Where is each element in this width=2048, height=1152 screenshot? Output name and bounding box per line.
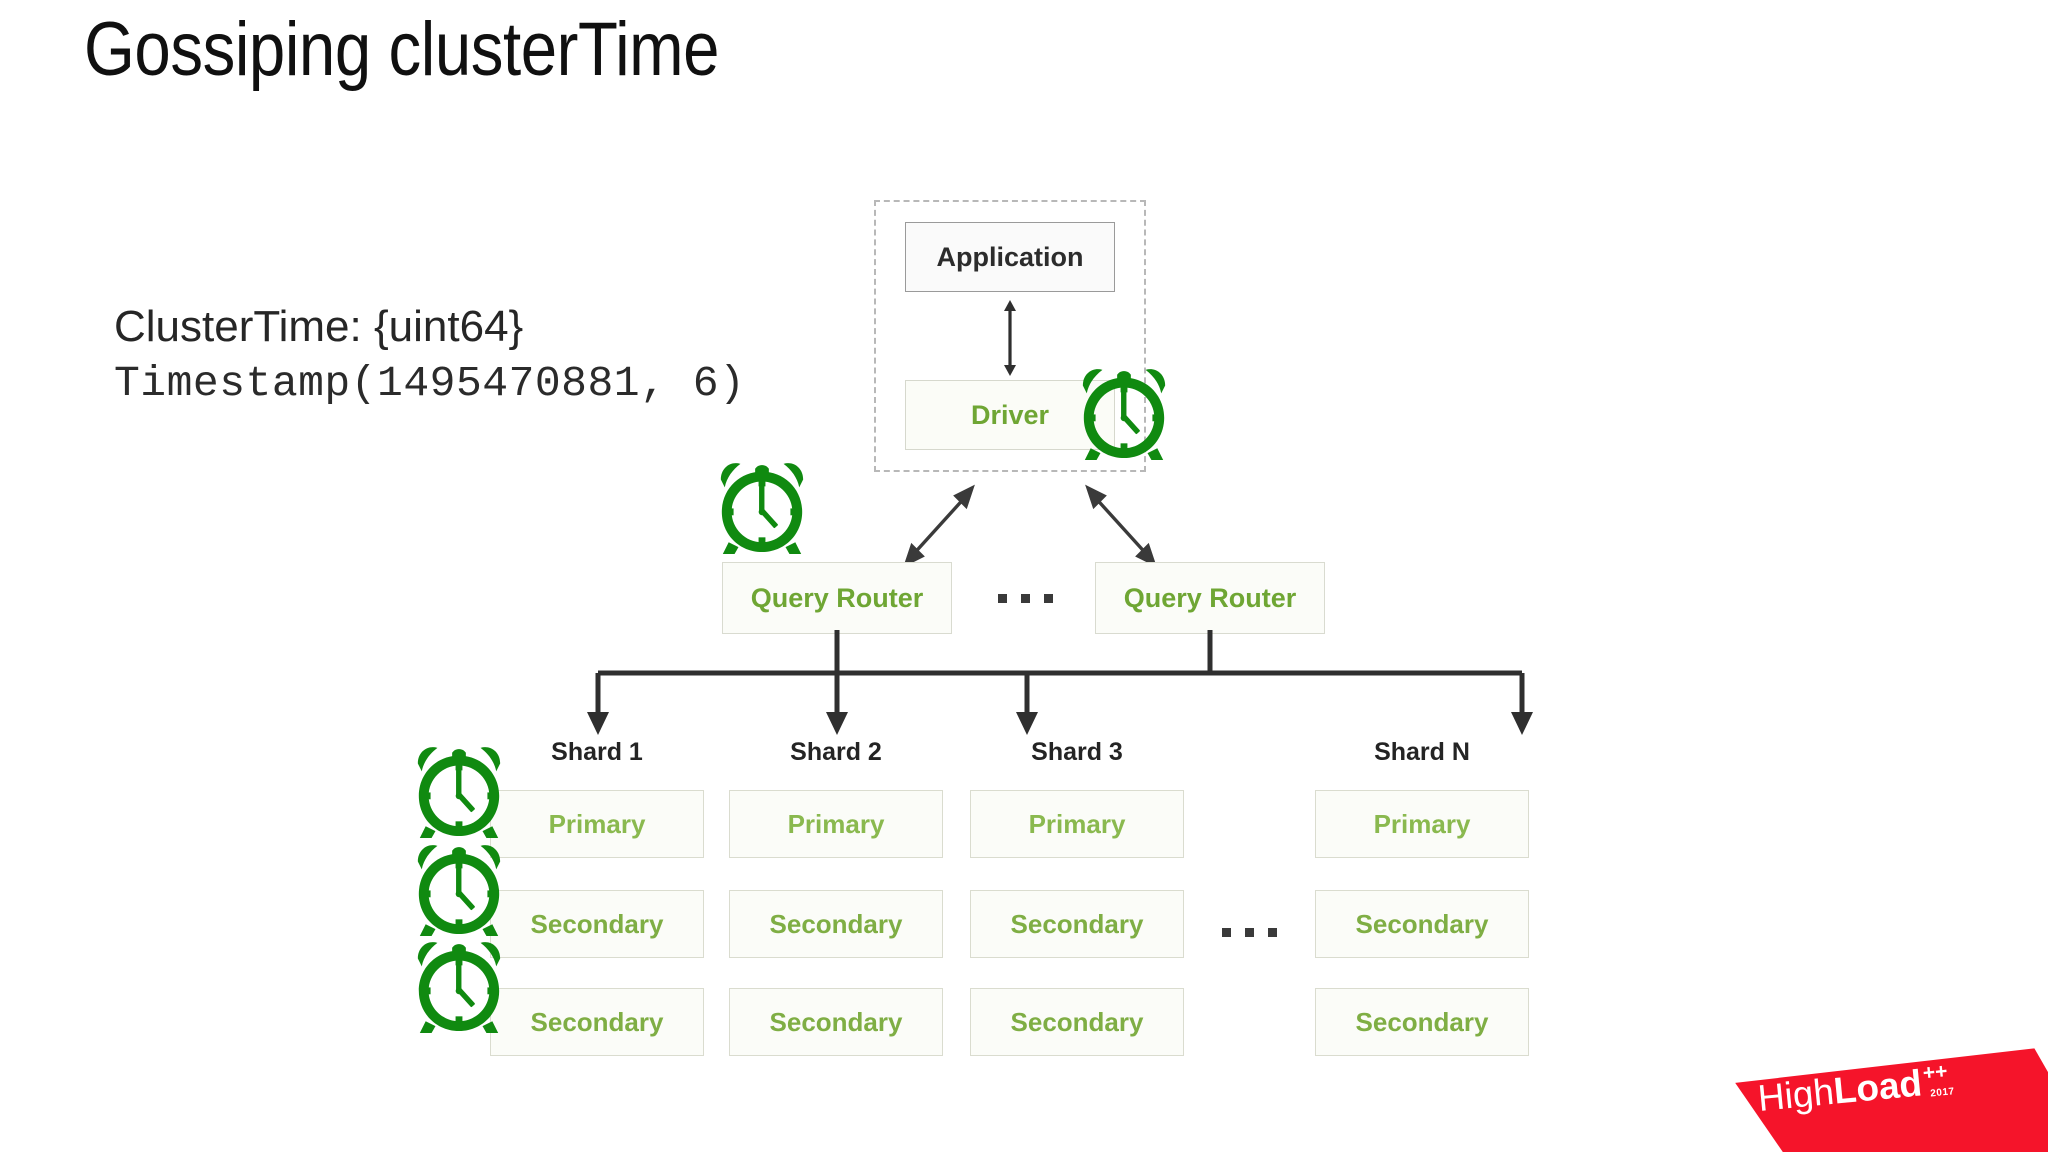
clock-icon-shard1-secondary-1 bbox=[410, 838, 508, 936]
clustertime-type-label: ClusterTime: {uint64} bbox=[114, 302, 524, 351]
clock-icon-query-router-left bbox=[713, 456, 811, 554]
shard-1-member-secondary-1[interactable]: Secondary bbox=[490, 890, 704, 958]
query-router-left[interactable]: Query Router bbox=[722, 562, 952, 634]
highload-logo: HighLoad++2017 bbox=[1708, 1044, 2048, 1152]
router-shard-connectors bbox=[587, 630, 1533, 735]
clock-icon-driver bbox=[1075, 362, 1173, 460]
shard-3-member-secondary-1[interactable]: Secondary bbox=[970, 890, 1184, 958]
query-router-right[interactable]: Query Router bbox=[1095, 562, 1325, 634]
shard-n-member-secondary-1[interactable]: Secondary bbox=[1315, 890, 1529, 958]
application-driver-arrow bbox=[1004, 300, 1016, 376]
timestamp-value-label: Timestamp(1495470881, 6) bbox=[114, 358, 746, 408]
application-node[interactable]: Application bbox=[905, 222, 1115, 292]
shard-label-n: Shard N bbox=[1374, 738, 1470, 766]
shard-label-1: Shard 1 bbox=[551, 738, 643, 766]
ellipsis-dot bbox=[998, 594, 1007, 603]
ellipsis-dot bbox=[1268, 928, 1277, 937]
ellipsis-dot bbox=[1245, 928, 1254, 937]
shard-n-member-secondary-2[interactable]: Secondary bbox=[1315, 988, 1529, 1056]
ellipsis-dot bbox=[1021, 594, 1030, 603]
shard-3-member-primary[interactable]: Primary bbox=[970, 790, 1184, 858]
shard-1-member-primary[interactable]: Primary bbox=[490, 790, 704, 858]
clock-icon-shard1-secondary-2 bbox=[410, 935, 508, 1033]
page-title: Gossiping clusterTime bbox=[84, 7, 720, 92]
query-router-ellipsis bbox=[998, 594, 1053, 603]
shard-3-member-secondary-2[interactable]: Secondary bbox=[970, 988, 1184, 1056]
ellipsis-dot bbox=[1044, 594, 1053, 603]
shard-ellipsis bbox=[1222, 928, 1277, 937]
application-driver-container bbox=[874, 200, 1146, 472]
shard-n-member-primary[interactable]: Primary bbox=[1315, 790, 1529, 858]
clock-icon-shard1-primary bbox=[410, 740, 508, 838]
shard-1-member-secondary-2[interactable]: Secondary bbox=[490, 988, 704, 1056]
shard-label-2: Shard 2 bbox=[790, 738, 882, 766]
highload-plus-text: ++ bbox=[1921, 1059, 1949, 1086]
driver-router-arrows bbox=[903, 484, 1157, 568]
shard-label-3: Shard 3 bbox=[1031, 738, 1123, 766]
shard-2-member-secondary-1[interactable]: Secondary bbox=[729, 890, 943, 958]
ellipsis-dot bbox=[1222, 928, 1231, 937]
caption-block: ClusterTime: {uint64} Timestamp(14954708… bbox=[114, 300, 894, 410]
shard-2-member-primary[interactable]: Primary bbox=[729, 790, 943, 858]
driver-node[interactable]: Driver bbox=[905, 380, 1115, 450]
shard-2-member-secondary-2[interactable]: Secondary bbox=[729, 988, 943, 1056]
highload-year-text: 2017 bbox=[1929, 1086, 1956, 1100]
highload-high-text: High bbox=[1756, 1070, 1836, 1119]
highload-load-text: Load bbox=[1831, 1062, 1924, 1112]
